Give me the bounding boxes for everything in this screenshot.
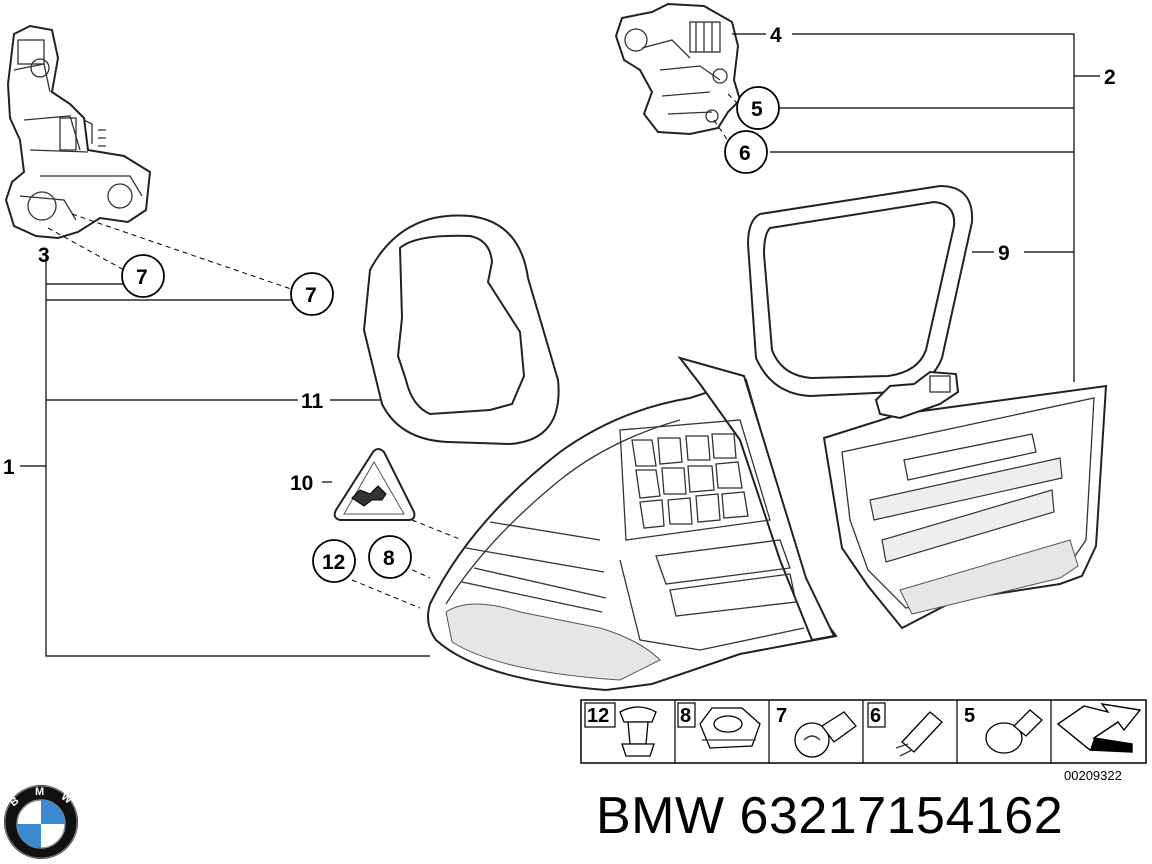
bulb-carrier-part-2 xyxy=(614,2,742,136)
callout-8: 8 xyxy=(383,547,395,570)
svg-text:5: 5 xyxy=(964,705,975,727)
callout-2: 2 xyxy=(1104,66,1116,89)
svg-text:M: M xyxy=(35,786,44,798)
outer-rear-light xyxy=(427,356,838,692)
svg-text:7: 7 xyxy=(776,705,787,727)
table-cell-5: 5 xyxy=(964,705,1043,754)
gasket-part-9 xyxy=(746,184,974,398)
callout-9: 9 xyxy=(998,242,1010,265)
callout-6: 6 xyxy=(739,142,751,165)
callout-1: 1 xyxy=(3,456,15,479)
svg-text:8: 8 xyxy=(680,705,691,727)
gasket-part-11 xyxy=(362,214,560,446)
callout-labels: 1 2 3 4 5 6 7 7 8 9 10 11 12 xyxy=(3,24,1116,574)
bulb-small-icon xyxy=(985,709,1043,754)
hex-nut-icon xyxy=(699,707,761,749)
callout-12: 12 xyxy=(322,551,345,574)
table-cell-8: 8 xyxy=(677,702,761,749)
table-cell-7: 7 xyxy=(776,705,857,758)
bmw-logo: B M W xyxy=(4,785,78,859)
table-cell-6: 6 xyxy=(867,702,943,757)
callout-7b: 7 xyxy=(305,284,317,307)
svg-text:12: 12 xyxy=(587,705,609,727)
expanding-rivet-icon xyxy=(619,706,657,757)
callout-5: 5 xyxy=(751,98,763,121)
callout-10: 10 xyxy=(290,472,313,495)
warning-label-part-10 xyxy=(333,448,416,521)
svg-text:6: 6 xyxy=(870,705,881,727)
leader-lines xyxy=(20,33,1100,657)
callout-4: 4 xyxy=(770,24,782,47)
small-parts-table: 12 8 7 6 xyxy=(580,699,1147,764)
bulb-ba15s-icon xyxy=(794,711,857,758)
callout-7a: 7 xyxy=(136,266,148,289)
part-number-caption: BMW 63217154162 xyxy=(596,787,1064,845)
table-cell-12: 12 xyxy=(584,702,657,757)
wedge-bulb-icon xyxy=(895,711,943,757)
callout-circles xyxy=(121,86,780,583)
drawing-number: 00209322 xyxy=(1064,768,1122,783)
arrow-next-icon xyxy=(1056,703,1142,753)
inner-rear-light xyxy=(822,370,1108,630)
table-cell-arrow xyxy=(1056,703,1142,753)
callout-3: 3 xyxy=(38,244,50,267)
callout-11: 11 xyxy=(301,390,324,413)
bulb-carrier-part-3 xyxy=(4,24,152,240)
